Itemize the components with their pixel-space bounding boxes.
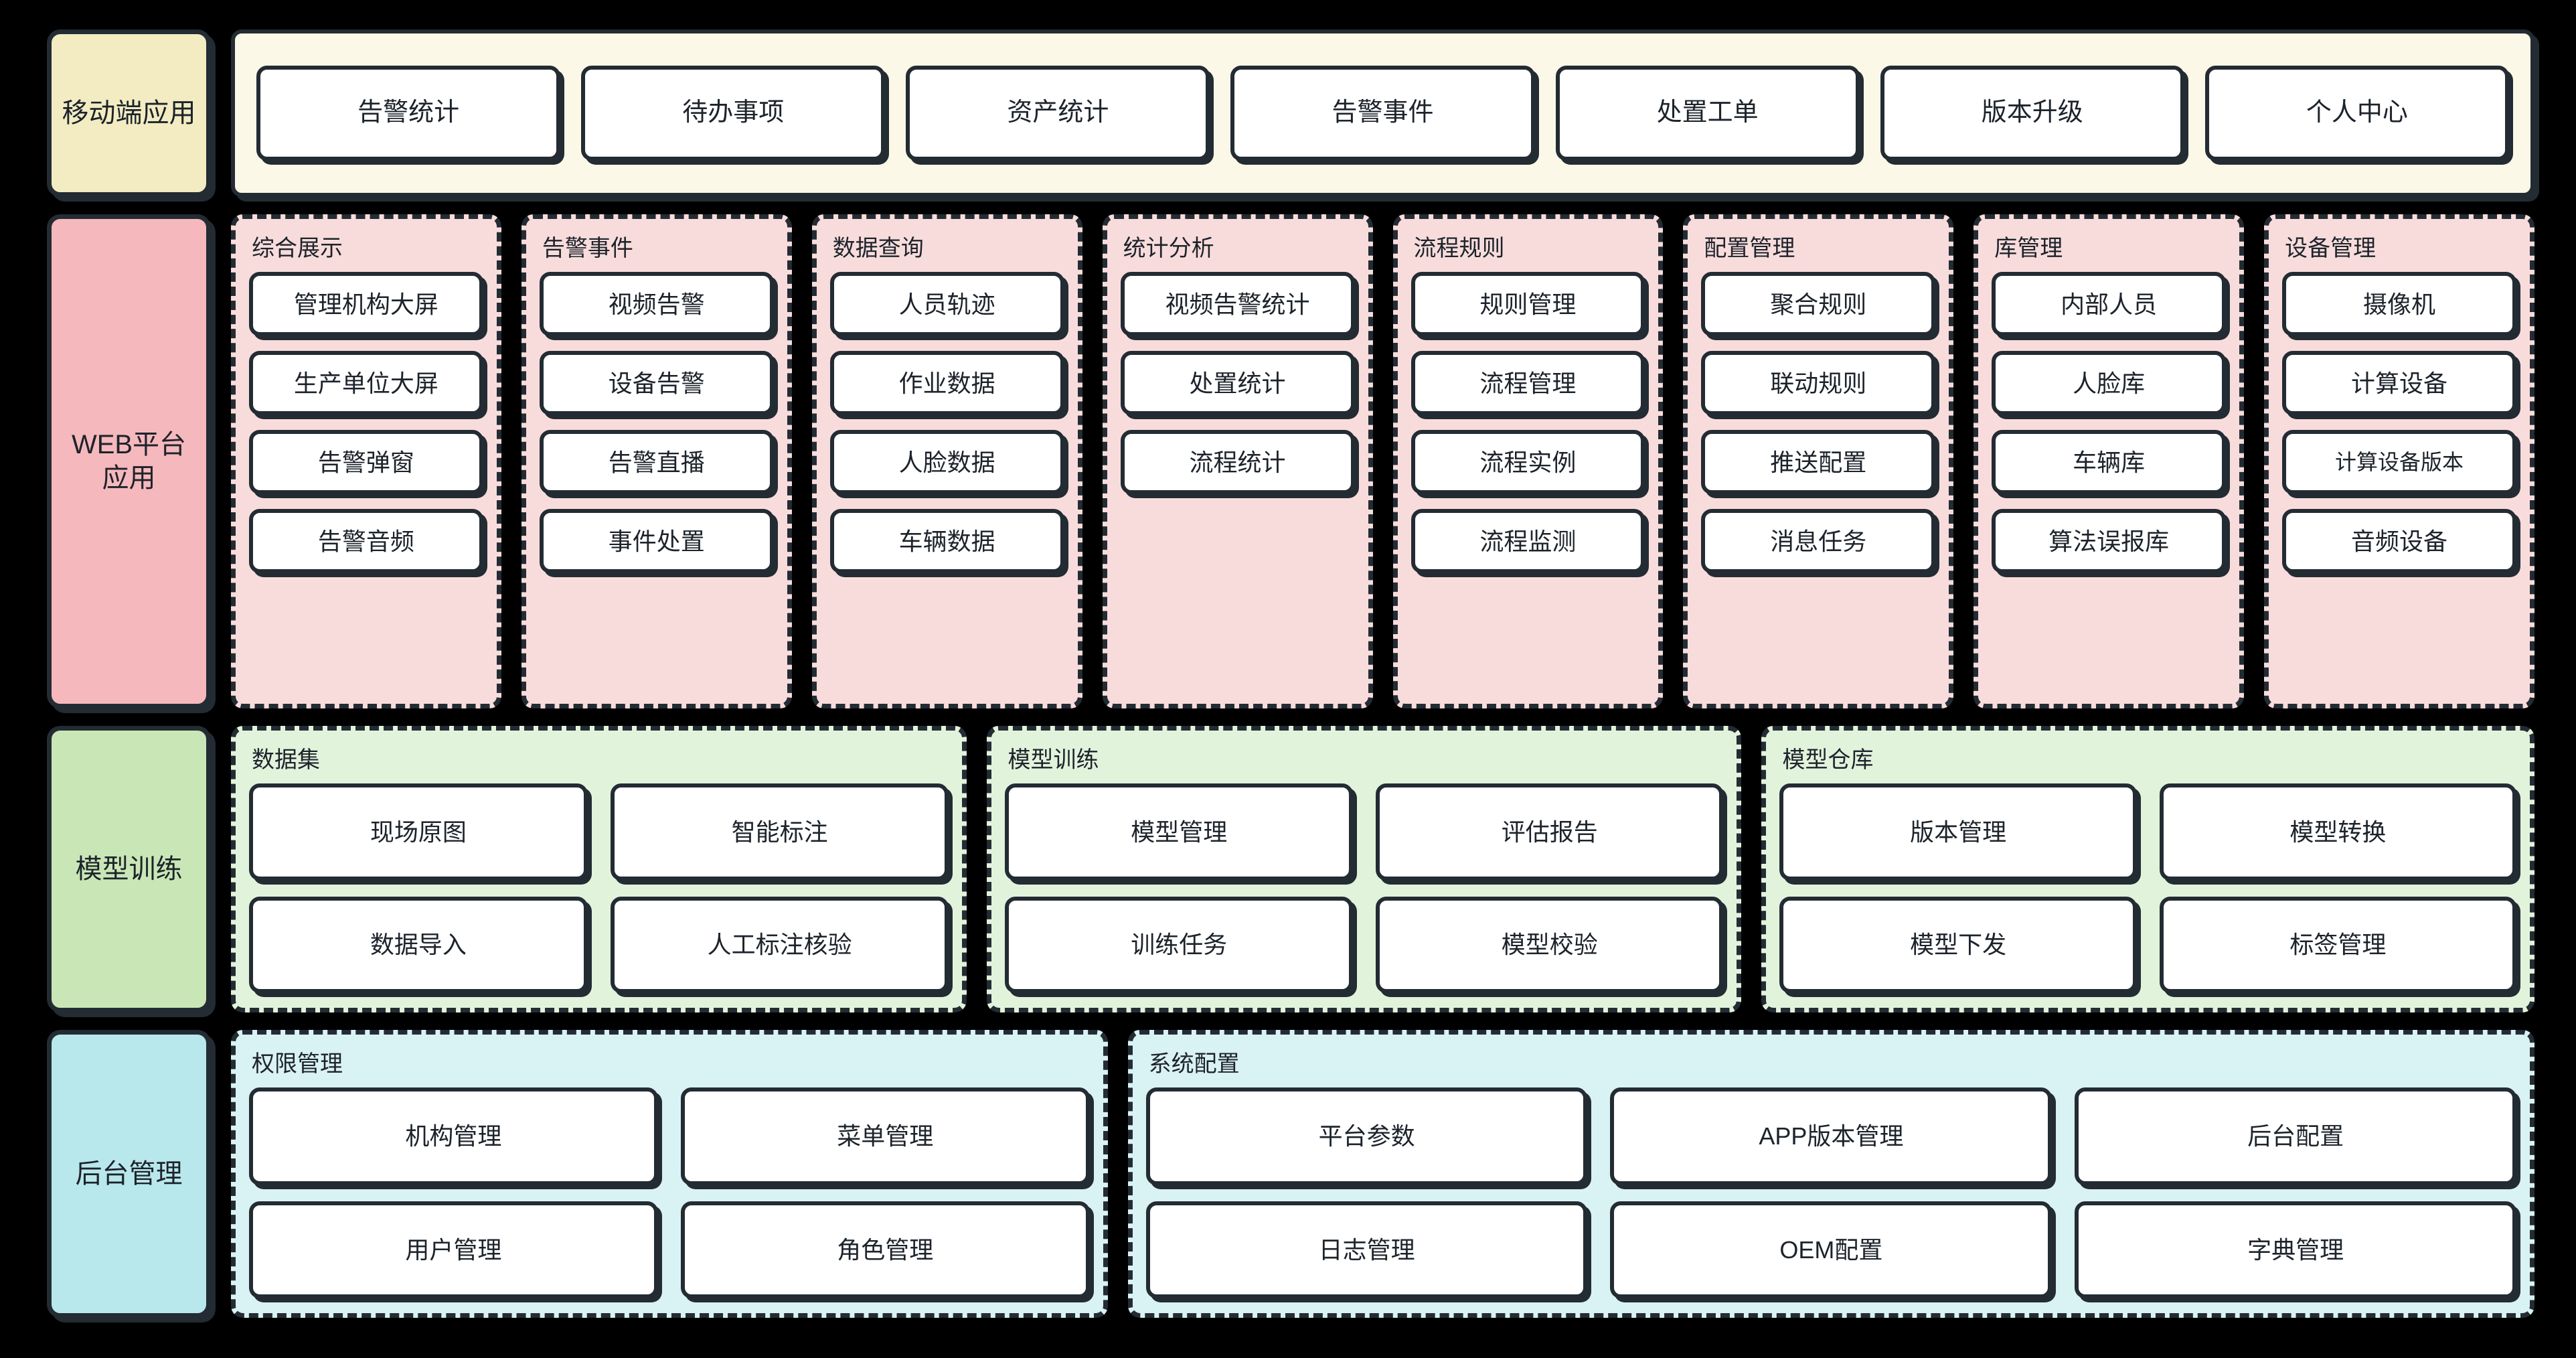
row-backend-management: 后台管理 权限管理 机构管理 菜单管理 用户管理 角色管理 系统配置 平台参数 … bbox=[47, 1030, 2534, 1318]
node-label-management[interactable]: 标签管理 bbox=[2159, 896, 2516, 993]
node-vehicle-library[interactable]: 车辆库 bbox=[1992, 430, 2227, 494]
node-production-unit-screen[interactable]: 生产单位大屏 bbox=[249, 351, 483, 415]
group-title: 设备管理 bbox=[2285, 236, 2377, 261]
category-label-mobile: 移动端应用 bbox=[47, 29, 211, 197]
node-personnel-track[interactable]: 人员轨迹 bbox=[829, 272, 1064, 336]
node-model-conversion[interactable]: 模型转换 bbox=[2159, 783, 2516, 881]
group-title: 统计分析 bbox=[1123, 236, 1214, 261]
group-model-repository: 模型仓库 版本管理 模型转换 模型下发 标签管理 bbox=[1761, 726, 2534, 1012]
group-title: 权限管理 bbox=[252, 1051, 343, 1077]
group-title: 数据查询 bbox=[832, 236, 924, 261]
category-label-web-text: WEB平台 应用 bbox=[71, 430, 187, 493]
group-title: 综合展示 bbox=[252, 236, 343, 261]
group-config-management: 配置管理 聚合规则 联动规则 推送配置 消息任务 bbox=[1683, 214, 1954, 708]
mobile-item-alarm-events[interactable]: 告警事件 bbox=[1230, 66, 1535, 161]
group-process-rules: 流程规则 规则管理 流程管理 流程实例 流程监测 bbox=[1392, 214, 1664, 708]
mobile-item-personal-center[interactable]: 个人中心 bbox=[2204, 66, 2509, 161]
mobile-item-alarm-stats[interactable]: 告警统计 bbox=[256, 66, 561, 161]
node-aggregation-rule[interactable]: 聚合规则 bbox=[1701, 272, 1936, 336]
group-title: 模型训练 bbox=[1008, 747, 1099, 773]
node-process-stats[interactable]: 流程统计 bbox=[1120, 430, 1355, 494]
category-label-training: 模型训练 bbox=[47, 726, 211, 1012]
node-process-management[interactable]: 流程管理 bbox=[1411, 351, 1645, 415]
mobile-item-asset-stats[interactable]: 资产统计 bbox=[906, 66, 1210, 161]
node-video-alarm[interactable]: 视频告警 bbox=[539, 272, 774, 336]
group-statistical-analysis: 统计分析 视频告警统计 处置统计 流程统计 bbox=[1102, 214, 1373, 708]
node-menu-management[interactable]: 菜单管理 bbox=[680, 1087, 1090, 1185]
node-alarm-live[interactable]: 告警直播 bbox=[539, 430, 774, 494]
node-handling-stats[interactable]: 处置统计 bbox=[1120, 351, 1355, 415]
node-backend-config[interactable]: 后台配置 bbox=[2075, 1087, 2516, 1185]
row-web-platform: WEB平台 应用 综合展示 管理机构大屏 生产单位大屏 告警弹窗 告警音频 告警… bbox=[47, 214, 2534, 708]
node-false-alarm-library[interactable]: 算法误报库 bbox=[1992, 509, 2227, 573]
node-alarm-audio[interactable]: 告警音频 bbox=[249, 509, 483, 573]
node-org-management[interactable]: 机构管理 bbox=[249, 1087, 658, 1185]
group-device-management: 设备管理 摄像机 计算设备 计算设备版本 音频设备 bbox=[2264, 214, 2534, 708]
group-data-query: 数据查询 人员轨迹 作业数据 人脸数据 车辆数据 bbox=[811, 214, 1082, 708]
node-app-version-management[interactable]: APP版本管理 bbox=[1610, 1087, 2052, 1185]
group-title: 流程规则 bbox=[1413, 236, 1505, 261]
node-message-task[interactable]: 消息任务 bbox=[1701, 509, 1936, 573]
group-alarm-events: 告警事件 视频告警 设备告警 告警直播 事件处置 bbox=[521, 214, 792, 708]
mobile-item-todo[interactable]: 待办事项 bbox=[581, 66, 886, 161]
group-title: 数据集 bbox=[252, 747, 320, 773]
group-permission-management: 权限管理 机构管理 菜单管理 用户管理 角色管理 bbox=[231, 1030, 1108, 1318]
node-event-handling[interactable]: 事件处置 bbox=[539, 509, 774, 573]
group-title: 配置管理 bbox=[1704, 236, 1795, 261]
node-compute-device-version[interactable]: 计算设备版本 bbox=[2282, 430, 2516, 494]
group-title: 库管理 bbox=[1994, 236, 2063, 261]
node-model-validation[interactable]: 模型校验 bbox=[1375, 896, 1724, 993]
group-title: 模型仓库 bbox=[1782, 747, 1874, 773]
node-video-alarm-stats[interactable]: 视频告警统计 bbox=[1120, 272, 1355, 336]
mobile-item-work-order[interactable]: 处置工单 bbox=[1555, 66, 1860, 161]
node-data-import[interactable]: 数据导入 bbox=[249, 896, 588, 993]
node-log-management[interactable]: 日志管理 bbox=[1145, 1201, 1588, 1298]
group-title: 系统配置 bbox=[1148, 1051, 1240, 1077]
category-label-admin: 后台管理 bbox=[47, 1030, 211, 1318]
node-internal-personnel[interactable]: 内部人员 bbox=[1992, 272, 2227, 336]
group-dataset: 数据集 现场原图 智能标注 数据导入 人工标注核验 bbox=[231, 726, 967, 1012]
mobile-item-version-upgrade[interactable]: 版本升级 bbox=[1880, 66, 2184, 161]
node-camera[interactable]: 摄像机 bbox=[2282, 272, 2516, 336]
training-group-list: 数据集 现场原图 智能标注 数据导入 人工标注核验 模型训练 模型管理 评估报告… bbox=[231, 726, 2534, 1012]
node-model-management[interactable]: 模型管理 bbox=[1005, 783, 1353, 881]
node-device-alarm[interactable]: 设备告警 bbox=[539, 351, 774, 415]
group-system-config: 系统配置 平台参数 APP版本管理 后台配置 日志管理 OEM配置 字典管理 bbox=[1127, 1030, 2534, 1318]
node-audio-device[interactable]: 音频设备 bbox=[2282, 509, 2516, 573]
node-version-management[interactable]: 版本管理 bbox=[1779, 783, 2137, 881]
node-role-management[interactable]: 角色管理 bbox=[680, 1201, 1090, 1298]
node-dictionary-management[interactable]: 字典管理 bbox=[2075, 1201, 2516, 1298]
node-compute-device[interactable]: 计算设备 bbox=[2282, 351, 2516, 415]
group-library-management: 库管理 内部人员 人脸库 车辆库 算法误报库 bbox=[1974, 214, 2245, 708]
node-job-data[interactable]: 作业数据 bbox=[829, 351, 1064, 415]
node-management-org-screen[interactable]: 管理机构大屏 bbox=[249, 272, 483, 336]
web-group-list: 综合展示 管理机构大屏 生产单位大屏 告警弹窗 告警音频 告警事件 视频告警 设… bbox=[231, 214, 2534, 708]
group-model-training: 模型训练 模型管理 评估报告 训练任务 模型校验 bbox=[987, 726, 1742, 1012]
node-push-config[interactable]: 推送配置 bbox=[1701, 430, 1936, 494]
node-process-instance[interactable]: 流程实例 bbox=[1411, 430, 1645, 494]
admin-group-list: 权限管理 机构管理 菜单管理 用户管理 角色管理 系统配置 平台参数 APP版本… bbox=[231, 1030, 2534, 1318]
node-oem-config[interactable]: OEM配置 bbox=[1610, 1201, 2052, 1298]
node-model-deployment[interactable]: 模型下发 bbox=[1779, 896, 2137, 993]
row-mobile-apps: 移动端应用 告警统计 待办事项 资产统计 告警事件 处置工单 版本升级 个人中心 bbox=[47, 29, 2534, 197]
node-smart-annotation[interactable]: 智能标注 bbox=[610, 783, 949, 881]
node-site-original-image[interactable]: 现场原图 bbox=[249, 783, 588, 881]
category-label-web: WEB平台 应用 bbox=[47, 214, 211, 708]
node-linkage-rule[interactable]: 联动规则 bbox=[1701, 351, 1936, 415]
node-user-management[interactable]: 用户管理 bbox=[249, 1201, 658, 1298]
node-vehicle-data[interactable]: 车辆数据 bbox=[829, 509, 1064, 573]
mobile-apps-strip: 告警统计 待办事项 资产统计 告警事件 处置工单 版本升级 个人中心 bbox=[231, 29, 2534, 197]
node-platform-parameters[interactable]: 平台参数 bbox=[1145, 1087, 1588, 1185]
node-manual-annotation-check[interactable]: 人工标注核验 bbox=[610, 896, 949, 993]
node-face-library[interactable]: 人脸库 bbox=[1992, 351, 2227, 415]
node-rule-management[interactable]: 规则管理 bbox=[1411, 272, 1645, 336]
group-comprehensive-display: 综合展示 管理机构大屏 生产单位大屏 告警弹窗 告警音频 bbox=[231, 214, 501, 708]
node-training-task[interactable]: 训练任务 bbox=[1005, 896, 1353, 993]
row-model-training: 模型训练 数据集 现场原图 智能标注 数据导入 人工标注核验 模型训练 模型管理… bbox=[47, 726, 2534, 1012]
node-face-data[interactable]: 人脸数据 bbox=[829, 430, 1064, 494]
node-alarm-popup[interactable]: 告警弹窗 bbox=[249, 430, 483, 494]
node-process-monitor[interactable]: 流程监测 bbox=[1411, 509, 1645, 573]
group-title: 告警事件 bbox=[542, 236, 633, 261]
node-evaluation-report[interactable]: 评估报告 bbox=[1375, 783, 1724, 881]
